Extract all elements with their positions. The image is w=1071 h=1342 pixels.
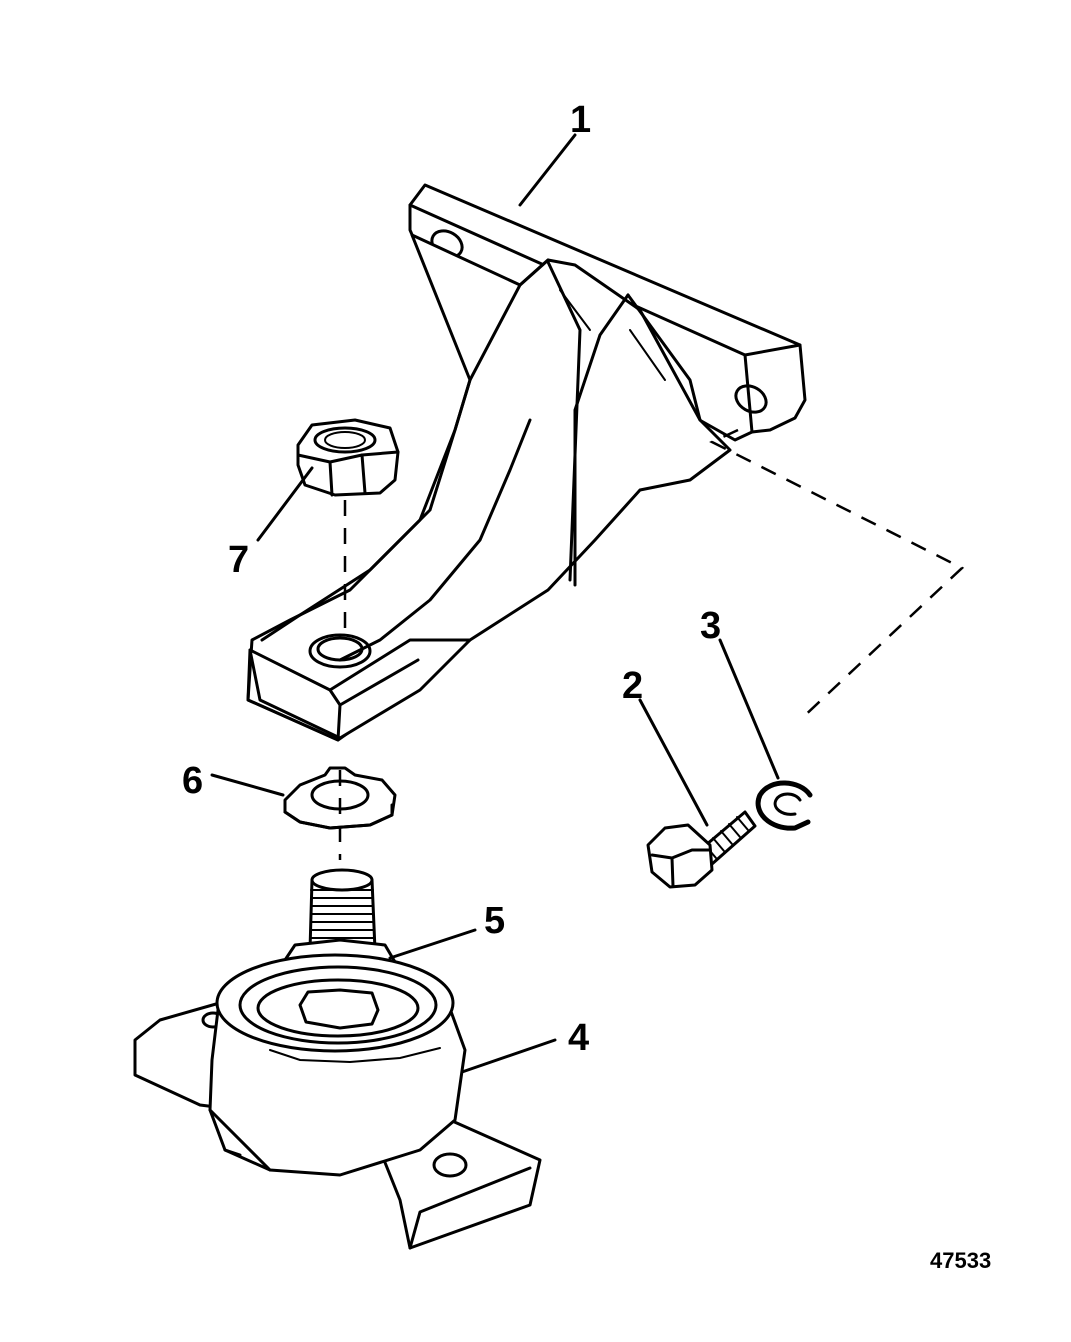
leader-lines [210,133,780,1074]
hex-nut [296,418,400,497]
callout-2: 2 [622,665,643,707]
callout-labels: 1 2 3 4 5 6 7 [182,99,721,1059]
engine-mount-base [133,953,542,1250]
callout-5: 5 [484,900,505,942]
mounting-bracket [246,183,807,742]
callout-6: 6 [182,760,203,802]
figure-number: 47533 [930,1248,991,1273]
split-washer [755,780,813,831]
callout-1: 1 [570,99,591,141]
callout-7: 7 [228,539,249,581]
assembly-lines [338,428,965,860]
callout-3: 3 [700,605,721,647]
callout-4: 4 [568,1017,589,1059]
hex-bolt [646,810,757,889]
